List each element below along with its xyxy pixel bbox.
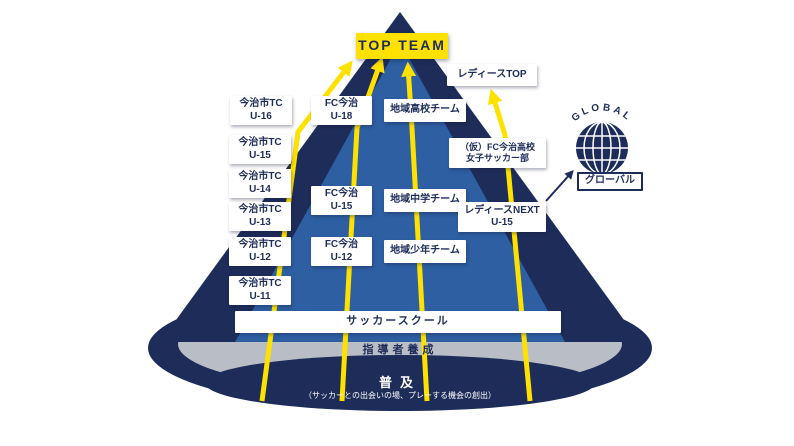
soccer-school-box: サッカースクール [235, 311, 561, 333]
base-ellipse-bottom [205, 355, 595, 411]
tc-u13-line1: 今治市TC [238, 204, 282, 215]
fc-u18-line1: FC今治 [324, 98, 359, 109]
ladies-top-box: レディースTOP [447, 64, 537, 86]
fc-u15-line2: U-15 [330, 200, 353, 212]
tc-u16-line1: 今治市TC [239, 98, 283, 109]
fc-u12-line2: U-12 [330, 251, 353, 263]
fc-u15-line1: FC今治 [324, 188, 359, 199]
regional-youth-label: 地域少年チーム [390, 245, 460, 257]
regional-highschool-label: 地域高校チーム [390, 104, 460, 116]
global-arrow [545, 169, 574, 202]
box-fc-imabari-u15: FC今治 U-15 [311, 186, 372, 215]
box-imabari-tc-u16: 今治市TC U-16 [230, 96, 292, 125]
global-box: グローバル [577, 172, 643, 191]
ladies-top-label: レディースTOP [457, 68, 527, 80]
tc-u14-line2: U-14 [249, 183, 271, 195]
tc-u14-line1: 今治市TC [238, 171, 282, 182]
ladies-next-line1: レディースNEXT [464, 204, 540, 216]
top-team-box: TOP TEAM [356, 33, 448, 59]
fc-u18-line2: U-18 [330, 110, 353, 122]
global-arc-label: GLOBAL [570, 102, 632, 124]
tc-u16-line2: U-16 [250, 110, 272, 122]
global-label: グローバル [585, 175, 635, 187]
tc-u13-line2: U-13 [249, 216, 271, 228]
svg-text:GLOBAL: GLOBAL [570, 102, 635, 124]
spread-label: 普及 [378, 375, 421, 390]
ladies-next-line2: U-15 [491, 217, 513, 228]
box-fc-imabari-u12: FC今治 U-12 [311, 237, 372, 266]
tc-u11-line2: U-11 [249, 290, 271, 302]
tc-u15-line2: U-15 [249, 149, 271, 161]
soccer-school-label: サッカースクール [346, 315, 450, 328]
box-imabari-tc-u13: 今治市TC U-13 [229, 202, 291, 231]
box-ladies-highschool: （仮）FC今治高校 女子サッカー部 [449, 138, 546, 168]
box-regional-juniorhigh: 地域中学チーム [384, 189, 466, 212]
top-team-label: TOP TEAM [358, 37, 446, 54]
spread-note: （サッカーとの出会いの場、プレーする機会の創出） [304, 391, 496, 400]
up-arrow-fc [339, 56, 385, 402]
box-imabari-tc-u14: 今治市TC U-14 [229, 169, 291, 198]
box-imabari-tc-u15: 今治市TC U-15 [229, 135, 291, 164]
box-ladies-next: レディースNEXT U-15 [458, 202, 546, 232]
box-regional-youth: 地域少年チーム [384, 240, 466, 263]
ladies-highschool-line1: （仮）FC今治高校 [460, 141, 535, 152]
box-fc-imabari-u18: FC今治 U-18 [311, 96, 372, 125]
tc-u12-line2: U-12 [249, 251, 271, 263]
tc-u12-line1: 今治市TC [238, 239, 282, 250]
fc-u12-line1: FC今治 [324, 239, 359, 250]
box-imabari-tc-u12: 今治市TC U-12 [229, 237, 291, 266]
globe-icon [576, 122, 628, 174]
up-arrow-regional [401, 61, 430, 402]
box-imabari-tc-u11: 今治市TC U-11 [229, 276, 291, 305]
regional-juniorhigh-label: 地域中学チーム [390, 194, 460, 206]
coach-training-label: 指導者養成 [362, 344, 438, 356]
tc-u15-line1: 今治市TC [238, 137, 282, 148]
tc-u11-line1: 今治市TC [238, 278, 282, 289]
box-regional-highschool: 地域高校チーム [384, 99, 466, 122]
ladies-highschool-line2: 女子サッカー部 [465, 153, 529, 163]
